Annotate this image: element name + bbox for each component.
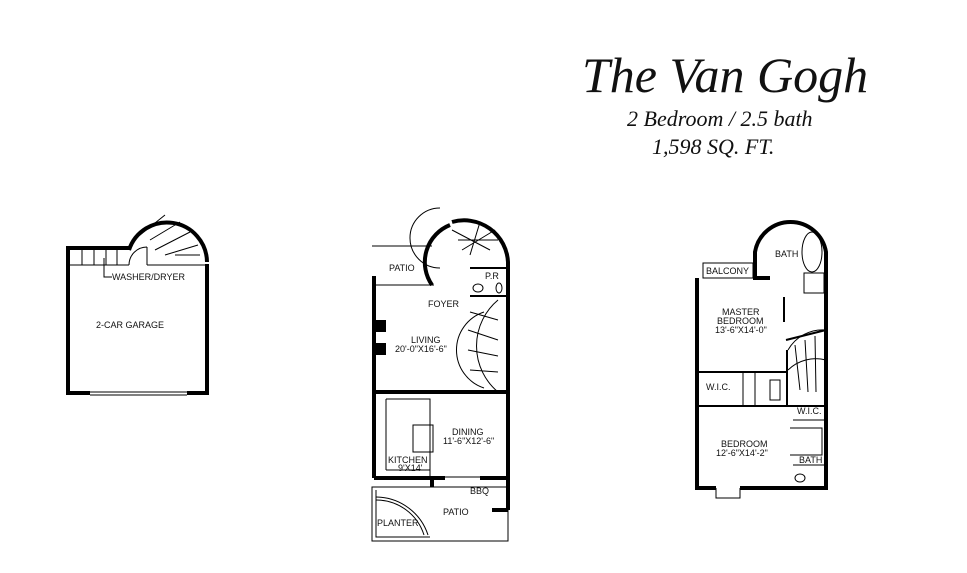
main-level-plan: PATIO P.R FOYER LIVING 20'-0"X16'-6" DIN…	[371, 207, 510, 542]
garage-level-plan: WASHER/DRYER 2-CAR GARAGE	[66, 214, 209, 396]
square-footage: 1,598 SQ. FT.	[652, 134, 775, 159]
label-patio-top: PATIO	[389, 263, 415, 273]
label-master-bath: BATH	[775, 249, 798, 259]
label-bbq: BBQ	[470, 486, 489, 496]
label-dining: DINING	[452, 427, 484, 437]
label-living: LIVING	[411, 335, 441, 345]
label-washer-dryer: WASHER/DRYER	[112, 272, 186, 282]
label-planter: PLANTER	[377, 518, 419, 528]
label-balcony: BALCONY	[706, 266, 749, 276]
label-patio-bottom: PATIO	[443, 507, 469, 517]
label-master-size: 13'-6"X14'-0"	[715, 325, 767, 335]
label-garage: 2-CAR GARAGE	[96, 320, 164, 330]
bed-bath-count: 2 Bedroom / 2.5 bath	[627, 106, 813, 131]
label-bedroom-size: 12'-6"X14'-2"	[716, 448, 768, 458]
label-second-bath: BATH	[799, 455, 822, 465]
label-powder-room: P.R	[485, 271, 499, 281]
upper-level-plan: BALCONY BATH MASTER BEDROOM 13'-6"X14'-0…	[695, 220, 828, 499]
label-living-size: 20'-0"X16'-6"	[395, 344, 447, 354]
label-kitchen: KITCHEN	[388, 455, 428, 465]
label-master: MASTER	[722, 307, 760, 317]
label-bedroom: BEDROOM	[721, 439, 768, 449]
plan-title: The Van Gogh	[582, 47, 869, 103]
label-master-2: BEDROOM	[717, 316, 764, 326]
label-kitchen-size: 9'X14'	[398, 463, 423, 473]
label-wic-right: W.I.C.	[797, 406, 822, 416]
label-wic-left: W.I.C.	[706, 382, 731, 392]
label-dining-size: 11'-6"X12'-6"	[443, 436, 494, 446]
label-foyer: FOYER	[428, 299, 460, 309]
